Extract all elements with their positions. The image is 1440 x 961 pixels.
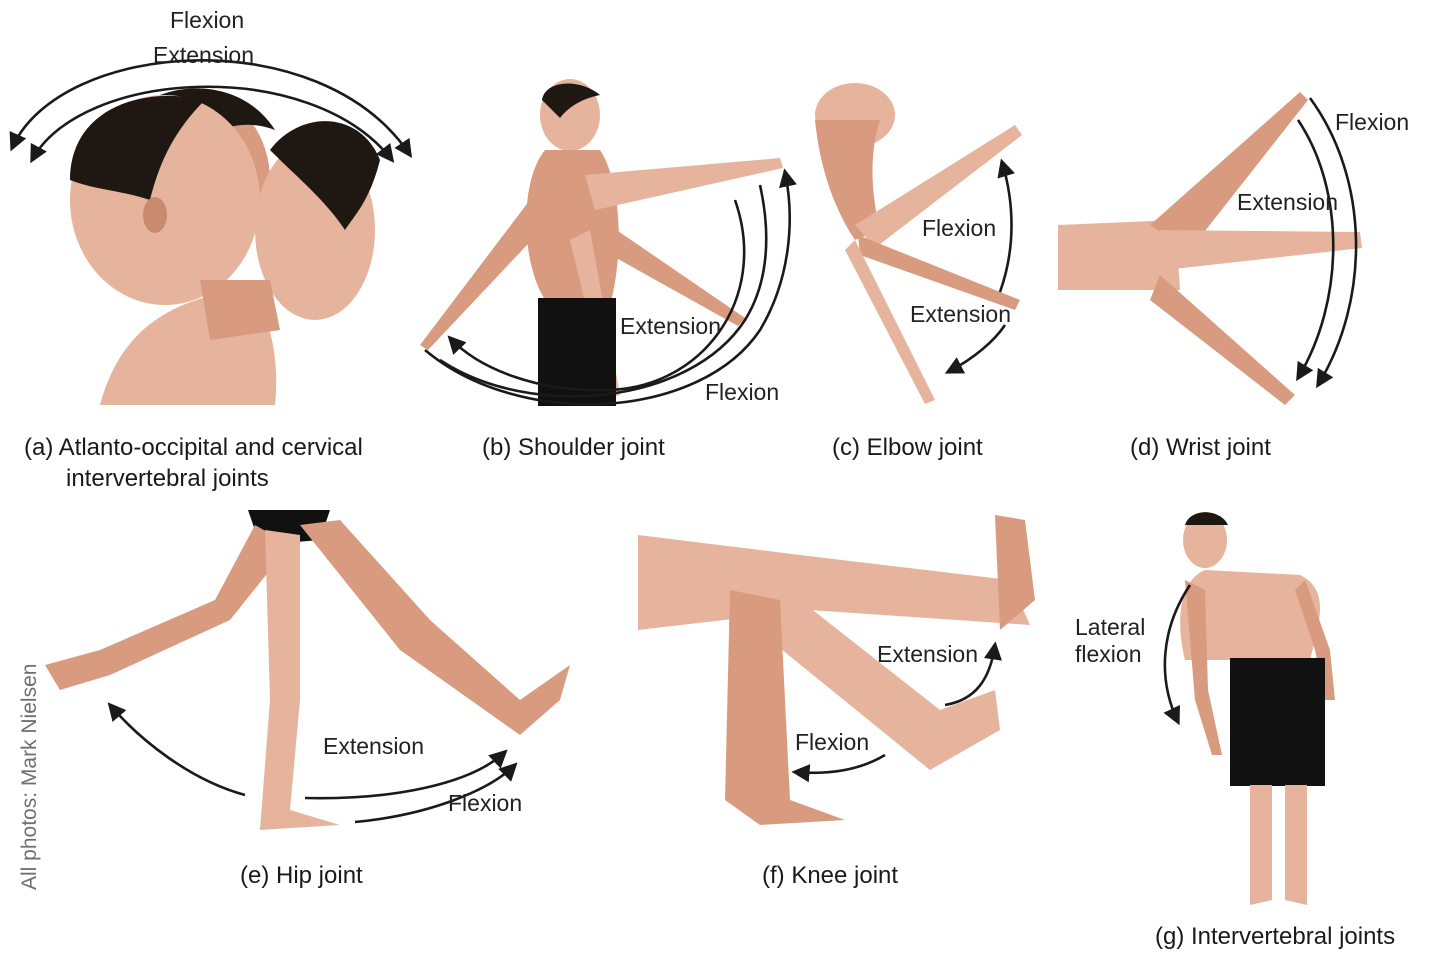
hip-extension-arrow: [107, 702, 246, 797]
label-extension: Extension: [323, 733, 424, 759]
hip-illustration: [45, 510, 570, 830]
caption-a-line2: intervertebral joints: [66, 465, 269, 492]
extension-arrow: [30, 85, 395, 164]
caption-e: (e) Hip joint: [240, 862, 363, 889]
shoulder-extension-arrow: [447, 199, 746, 392]
wrist-extension-arrow: [1296, 119, 1335, 382]
flexion-arrow: [9, 59, 413, 159]
label-lateral: Lateral: [1075, 614, 1145, 640]
label-flexion: Flexion: [448, 790, 522, 816]
knee-flexion-arrow: [791, 753, 886, 783]
wrist-flexion-arrow: [1308, 97, 1358, 389]
label-flexion: Flexion: [922, 215, 996, 241]
hip-extension-arrow-front: [304, 749, 508, 800]
label-extension: Extension: [153, 42, 254, 68]
shoulder-flexion-arrow-inner: [439, 184, 768, 398]
shoulder-flexion-arrow-outer: [424, 168, 797, 406]
label-extension: Extension: [877, 641, 978, 667]
panel-a: Flexion Extension (a) Atlanto-occipital …: [9, 7, 413, 492]
label-extension: Extension: [1237, 189, 1338, 215]
label-flexion: flexion: [1075, 641, 1141, 667]
elbow-illustration: [815, 83, 1022, 404]
label-extension: Extension: [620, 313, 721, 339]
label-extension: Extension: [910, 301, 1011, 327]
lateral-flexion-arrow: [1163, 584, 1192, 726]
elbow-extension-arrow: [944, 324, 1007, 374]
wrist-illustration: [1058, 92, 1362, 405]
label-flexion: Flexion: [795, 729, 869, 755]
caption-c: (c) Elbow joint: [832, 434, 983, 461]
panel-g: Lateral flexion (g) Intervertebral joint…: [1075, 512, 1395, 950]
caption-d: (d) Wrist joint: [1130, 434, 1271, 461]
panel-f: Extension Flexion (f) Knee joint: [638, 515, 1035, 889]
label-flexion: Flexion: [170, 7, 244, 33]
caption-a-line1: (a) Atlanto-occipital and cervical: [24, 434, 363, 461]
hip-flexion-arrow: [354, 762, 518, 824]
label-flexion: Flexion: [1335, 109, 1409, 135]
caption-f: (f) Knee joint: [762, 862, 898, 889]
knee-illustration: [638, 515, 1035, 825]
lateral-flexion-illustration: [1180, 512, 1335, 905]
label-flexion: Flexion: [705, 379, 779, 405]
panel-b: Extension Flexion (b) Shoulder joint: [420, 79, 797, 461]
knee-extension-arrow: [944, 641, 1002, 707]
caption-b: (b) Shoulder joint: [482, 434, 665, 461]
panel-e: Extension Flexion (e) Hip joint: [45, 510, 570, 889]
head-neck-illustration: [70, 88, 380, 405]
panel-c: Flexion Extension (c) Elbow joint: [815, 83, 1022, 461]
shoulder-illustration: [420, 79, 783, 406]
panel-d: Flexion Extension (d) Wrist joint: [1058, 92, 1409, 461]
elbow-flexion-arrow: [997, 158, 1015, 293]
photo-credit: All photos: Mark Nielsen: [18, 664, 41, 890]
caption-g: (g) Intervertebral joints: [1155, 923, 1395, 950]
